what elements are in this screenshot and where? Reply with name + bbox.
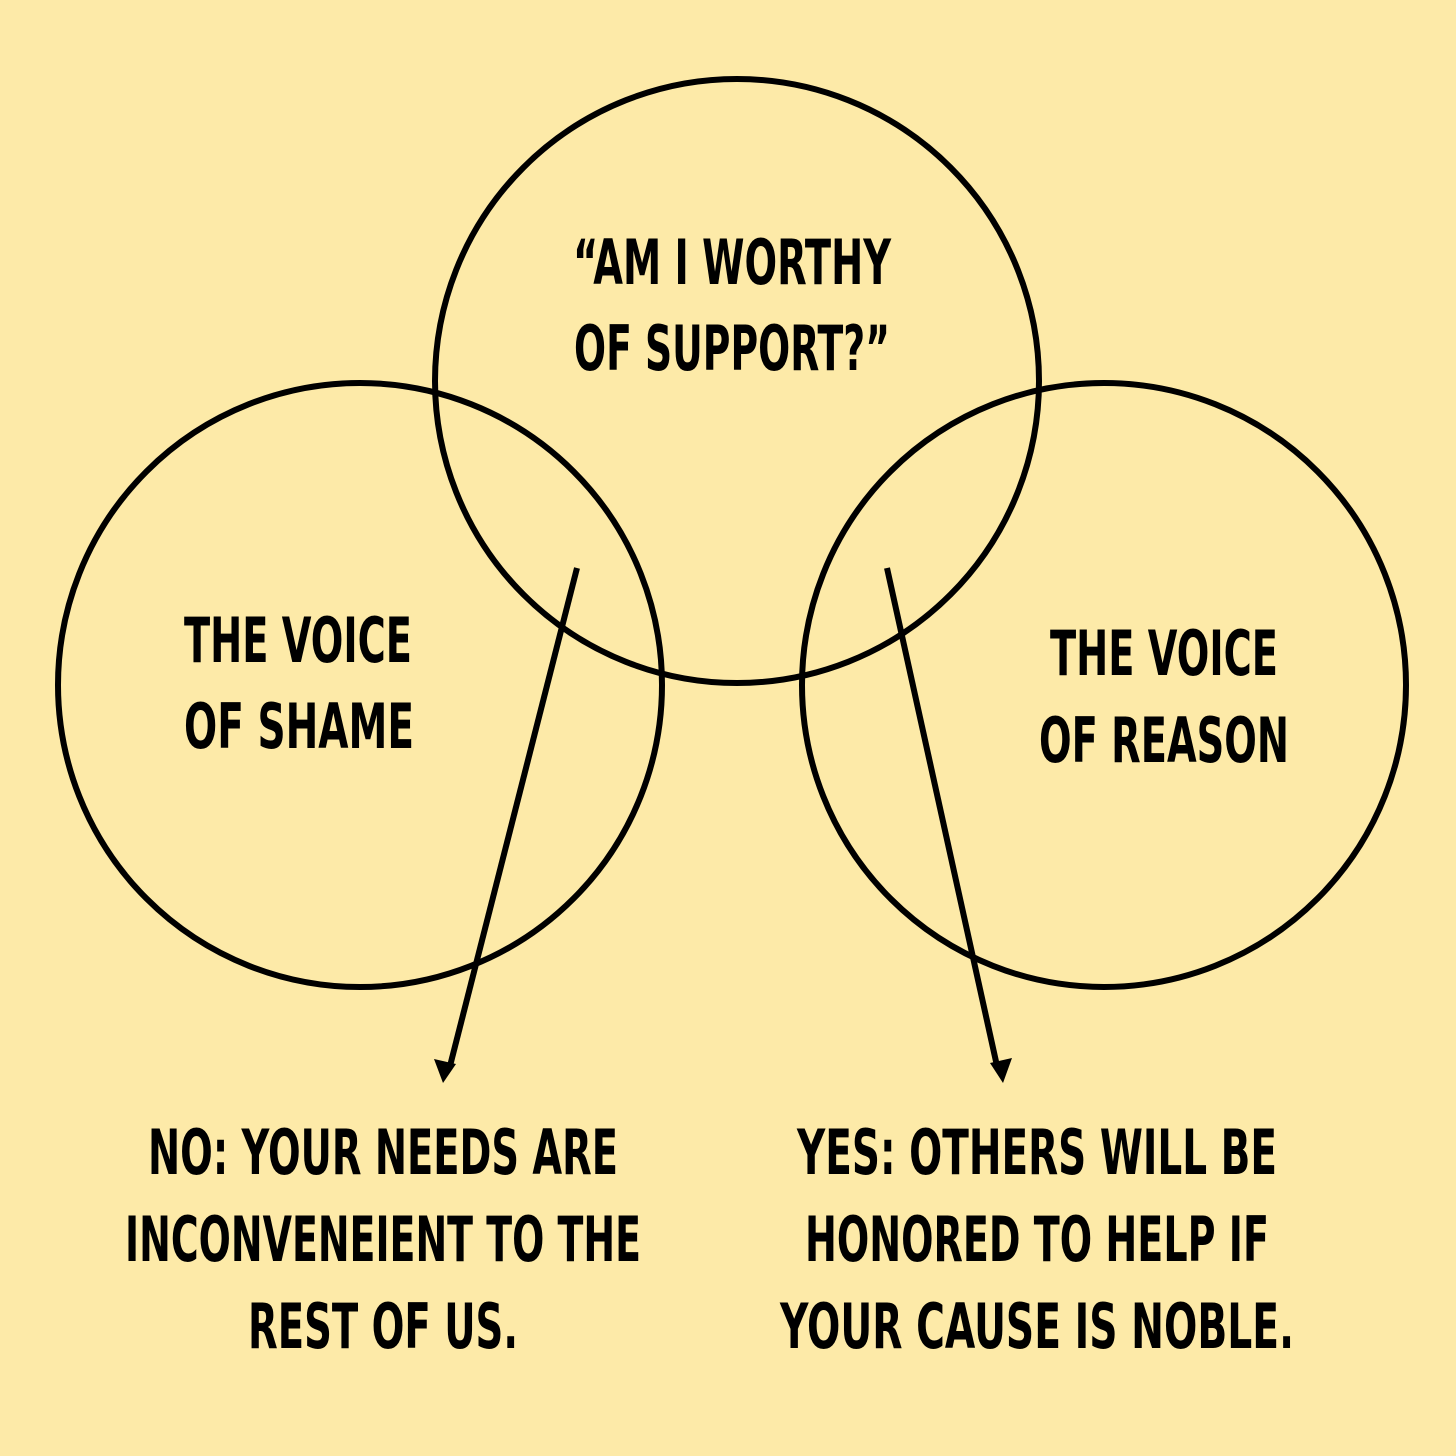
question-line-1: “AM I WORTHY xyxy=(573,226,892,299)
shame-line-2: OF SHAME xyxy=(184,690,414,763)
reason-arrowhead xyxy=(990,1058,1012,1083)
reason-line-2: OF REASON xyxy=(1039,704,1289,777)
shame-arrow-line xyxy=(447,567,580,1067)
shame-arrowhead xyxy=(434,1059,456,1083)
question-circle xyxy=(432,76,1042,686)
yes-answer-line-3: YOUR CAUSE IS NOBLE. xyxy=(779,1290,1294,1363)
reason-arrow-line xyxy=(884,567,1000,1067)
yes-answer: YES: OTHERS WILL BE HONORED TO HELP IF Y… xyxy=(779,1116,1294,1363)
shame-line-1: THE VOICE xyxy=(184,604,412,677)
yes-answer-line-1: YES: OTHERS WILL BE xyxy=(796,1116,1277,1189)
question-label: “AM I WORTHY OF SUPPORT?” xyxy=(573,226,892,385)
no-answer: NO: YOUR NEEDS ARE INCONVENEIENT TO THE … xyxy=(125,1116,641,1363)
shame-label: THE VOICE OF SHAME xyxy=(184,604,414,763)
reason-line-1: THE VOICE xyxy=(1050,617,1278,690)
reason-label: THE VOICE OF REASON xyxy=(1039,617,1289,777)
no-answer-line-2: INCONVENEIENT TO THE xyxy=(125,1203,641,1276)
yes-answer-line-2: HONORED TO HELP IF xyxy=(805,1203,1269,1276)
no-answer-line-3: REST OF US. xyxy=(248,1290,518,1363)
question-line-2: OF SUPPORT?” xyxy=(574,312,890,385)
shame-circle xyxy=(55,380,665,990)
reason-circle xyxy=(799,380,1409,990)
no-answer-line-1: NO: YOUR NEEDS ARE xyxy=(148,1116,618,1189)
